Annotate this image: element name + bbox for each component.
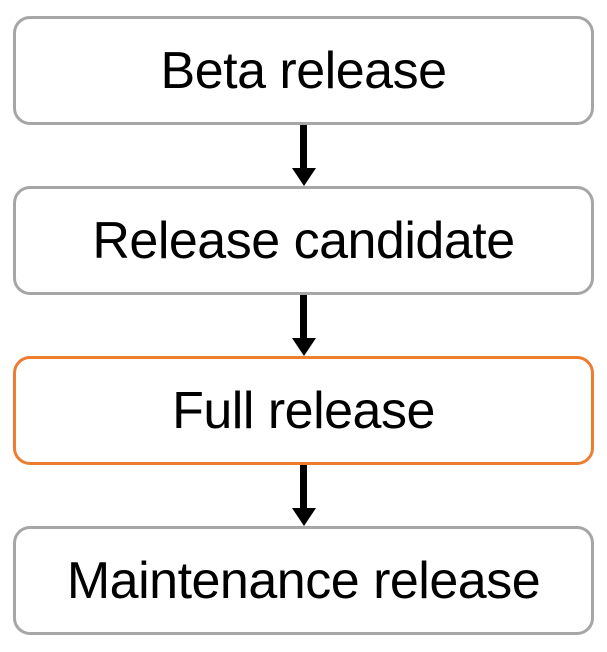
down-arrow-connector-3: [291, 465, 316, 526]
flow-node-label: Release candidate: [92, 211, 515, 270]
arrow-head-icon: [291, 168, 316, 186]
flow-node-maintenance-release: Maintenance release: [13, 526, 594, 635]
flow-node-label: Maintenance release: [66, 551, 541, 610]
flow-node-full-release: Full release: [13, 356, 594, 465]
flow-node-beta-release: Beta release: [13, 16, 594, 125]
flow-node-label: Full release: [172, 381, 435, 440]
arrow-stem: [300, 465, 307, 508]
down-arrow-connector-2: [291, 295, 316, 356]
down-arrow-connector-1: [291, 125, 316, 186]
arrow-head-icon: [291, 338, 316, 356]
arrow-stem: [300, 125, 307, 168]
arrow-head-icon: [291, 508, 316, 526]
flow-node-label: Beta release: [160, 41, 447, 100]
arrow-stem: [300, 295, 307, 338]
flow-node-release-candidate: Release candidate: [13, 186, 594, 295]
